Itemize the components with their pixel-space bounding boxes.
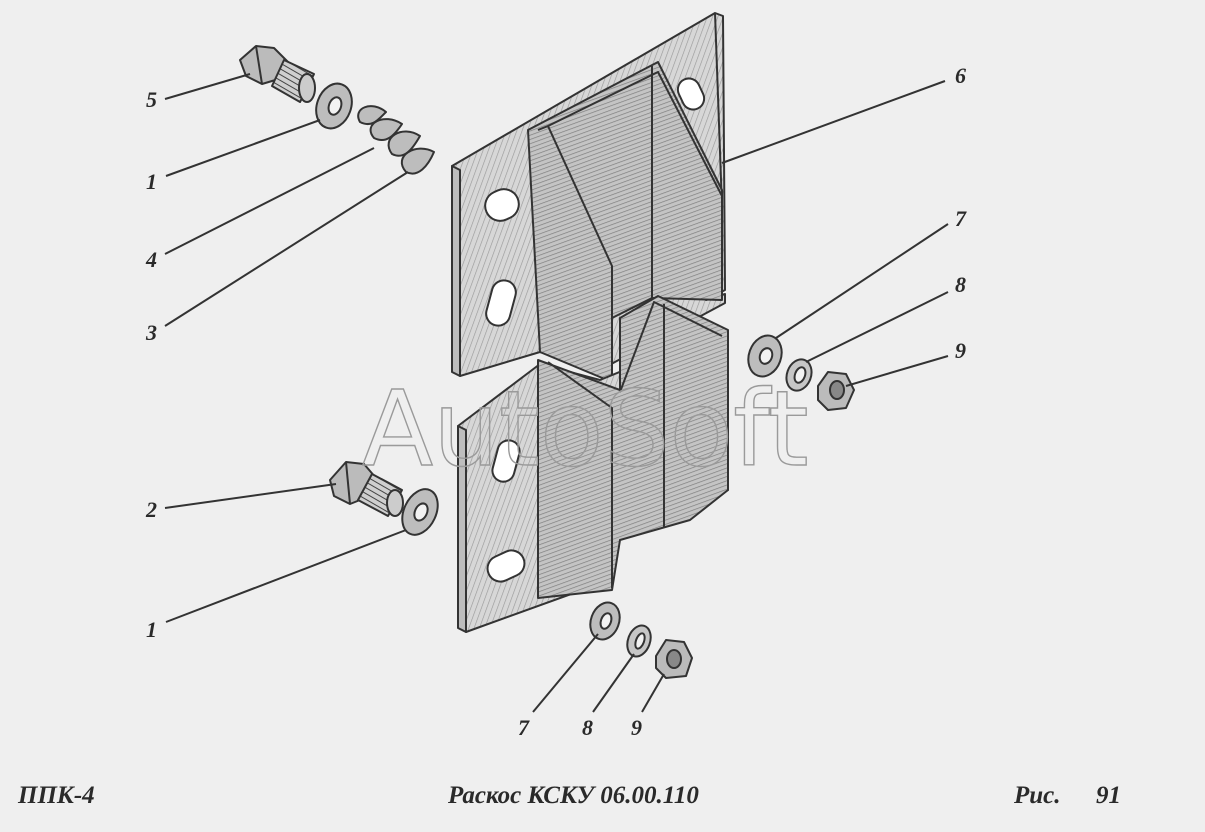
callout-1-top: 1	[146, 169, 157, 194]
washer-1-top	[315, 82, 353, 130]
callout-7-bottom: 7	[518, 715, 530, 740]
washer-7-bottom	[589, 601, 621, 641]
washer-1-bottom	[401, 488, 439, 536]
callout-numbers: 5 1 4 3 6 7 8 9 2 1 7 8 9	[145, 63, 967, 740]
washer-7-right	[747, 334, 783, 378]
callout-8-right: 8	[955, 272, 966, 297]
leader-lines	[164, 73, 949, 713]
nut-9-bottom	[655, 639, 693, 679]
spring-washers-4-3	[357, 105, 435, 175]
bolt-5	[239, 45, 316, 103]
callout-1-bottom: 1	[146, 617, 157, 642]
callout-8-bottom: 8	[582, 715, 593, 740]
callout-9-bottom: 9	[631, 715, 642, 740]
nut-9-right	[817, 371, 855, 411]
spring-washer-8-bottom	[626, 624, 652, 658]
footer-title: Раскос КСКУ 06.00.110	[448, 782, 699, 809]
callout-9-right: 9	[955, 338, 966, 363]
callout-4: 4	[145, 247, 157, 272]
upper-plate	[451, 12, 726, 383]
callout-3: 3	[145, 320, 157, 345]
footer-model: ППК-4	[18, 782, 95, 809]
watermark: AutoSoft	[362, 368, 809, 490]
callout-7-right: 7	[955, 206, 967, 231]
footer-figure-number: 91	[1096, 782, 1121, 809]
callout-6: 6	[955, 63, 966, 88]
spring-washer-8-right	[785, 358, 813, 392]
callout-2: 2	[145, 497, 157, 522]
footer-figure-label: Рис.	[1014, 782, 1061, 809]
bolt-2	[329, 461, 404, 517]
lower-plate	[457, 295, 729, 633]
callout-5: 5	[146, 87, 157, 112]
